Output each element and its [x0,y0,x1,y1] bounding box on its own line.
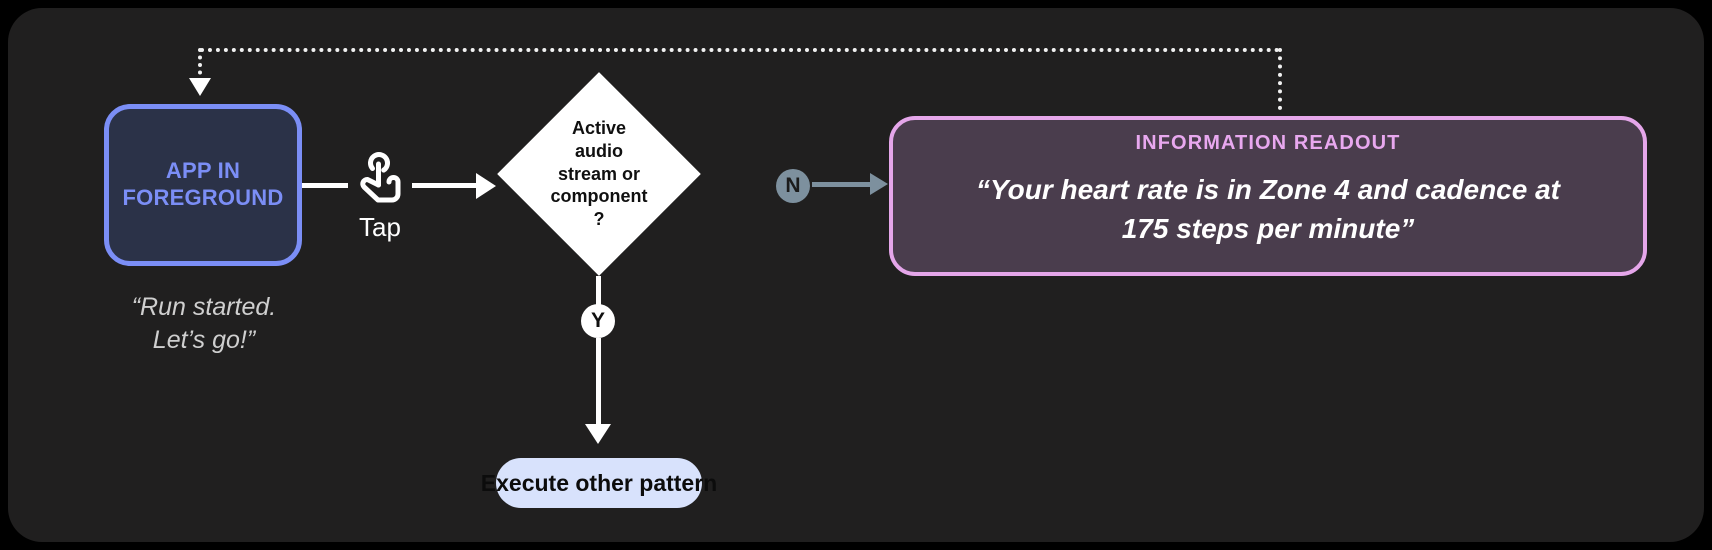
connector-yes-branch-arrowhead [585,424,611,444]
information-readout-body: “Your heart rate is in Zone 4 and cadenc… [948,171,1588,248]
execute-other-pattern-pill[interactable]: Execute other pattern [481,458,717,508]
connector-yes-branch [596,338,601,428]
app-node-caption: “Run started. Let’s go!” [86,291,322,358]
information-readout-title: INFORMATION READOUT [1135,132,1401,154]
app-caption-line-1: “Run started. [131,293,277,321]
tap-gesture-label: Tap [359,212,401,242]
decision-diamond-label: Active audio stream or component ? [497,72,701,276]
information-readout-card[interactable]: INFORMATION READOUT “Your heart rate is … [889,116,1647,276]
feedback-path-horizontal [200,48,1280,52]
app-caption-line-2: Let’s go!” [152,326,256,355]
decision-line-4: component [550,186,648,207]
tap-gesture-icon [348,148,412,210]
branch-badge-no: N [776,169,810,203]
branch-badge-yes: Y [581,304,615,338]
decision-line-2: audio [575,140,623,161]
feedback-path-arrowhead [189,78,211,96]
connector-decision-arrowhead [476,173,496,199]
decision-line-1: Active [571,118,627,139]
connector-tap-to-decision [412,183,478,188]
app-in-foreground-node[interactable]: APP IN FOREGROUND [104,104,302,266]
feedback-path-left-segment [198,48,202,82]
connector-yes-stub [596,276,601,306]
feedback-path-right-segment [1278,48,1282,110]
readout-body-line-2: 175 steps per minute” [1121,212,1415,244]
app-label-line-1: APP IN [165,158,241,184]
connector-app-to-tap [302,183,348,188]
tap-gesture-group[interactable]: Tap [348,148,412,243]
readout-body-line-1: “Your heart rate is in Zone 4 and cadenc… [975,174,1561,205]
connector-no-branch [812,182,874,187]
app-label-line-2: FOREGROUND [122,185,284,210]
connector-no-branch-arrowhead [870,173,888,195]
diagram-canvas: APP IN FOREGROUND “Run started. Let’s go… [8,8,1704,542]
decision-diamond[interactable]: Active audio stream or component ? [497,72,701,276]
decision-line-3: stream or [557,163,641,184]
app-in-foreground-label: APP IN FOREGROUND [123,158,284,212]
decision-line-5: ? [593,209,605,229]
